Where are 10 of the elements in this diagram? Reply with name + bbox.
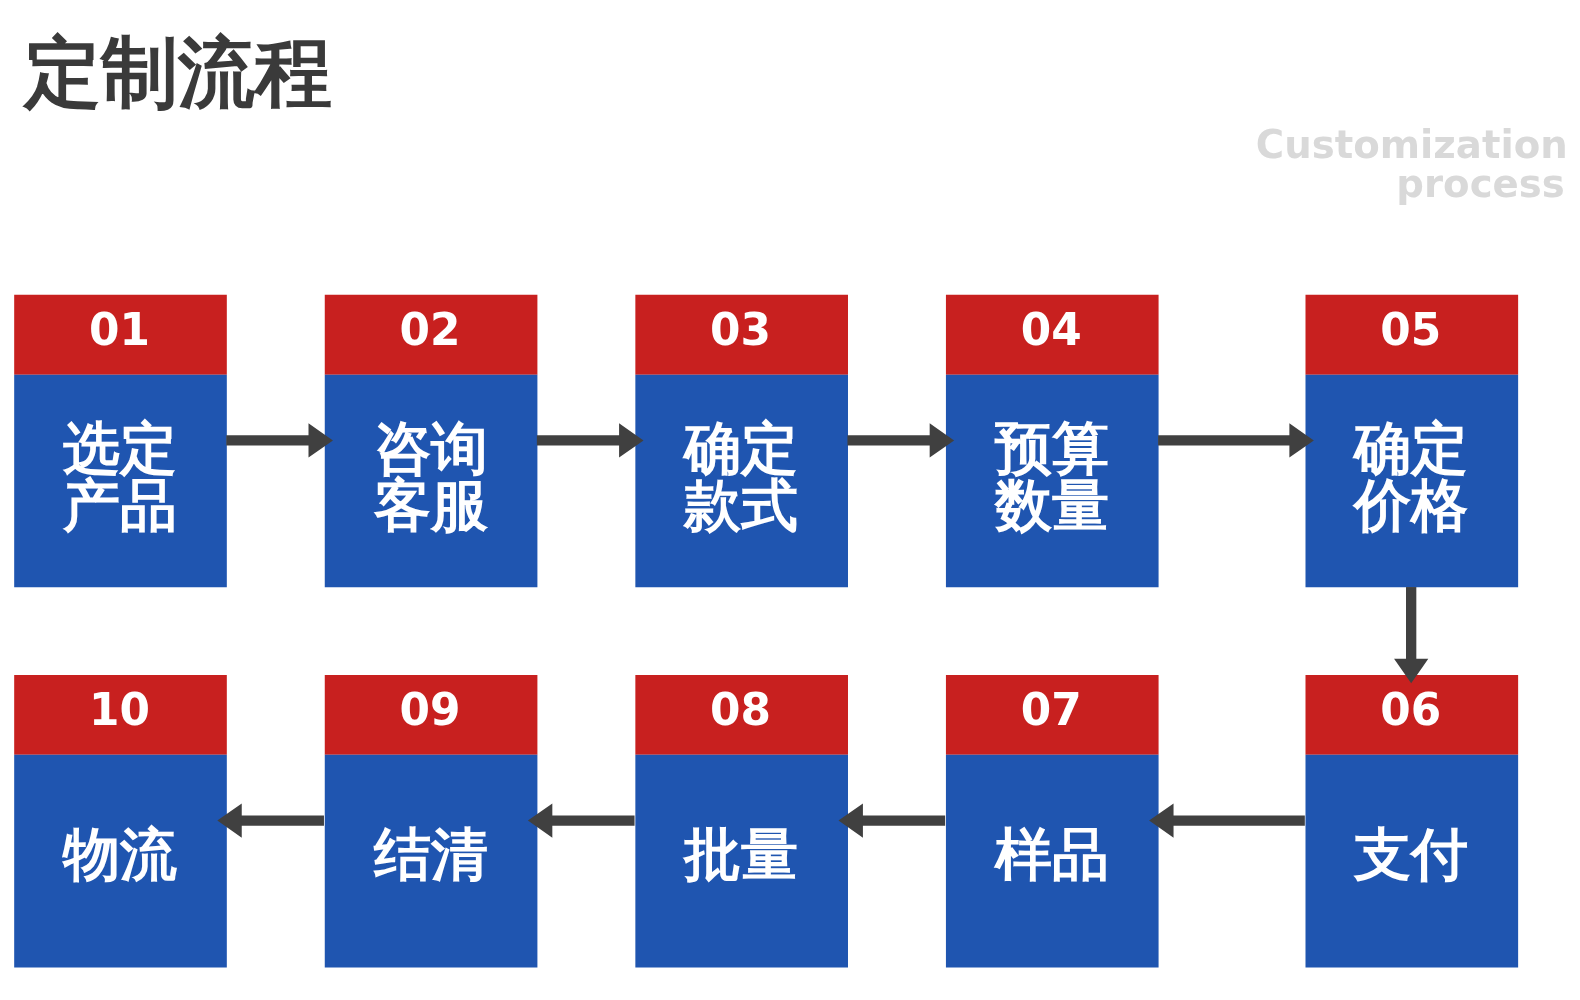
arrow — [217, 803, 324, 838]
arrow — [1394, 587, 1429, 684]
arrow — [536, 423, 644, 458]
arrow — [226, 423, 333, 458]
arrow — [1158, 423, 1314, 458]
diagram-title: 定制流程 — [23, 26, 332, 117]
arrow — [1149, 803, 1305, 838]
arrow — [847, 423, 955, 458]
arrow — [527, 803, 635, 838]
arrow — [838, 803, 946, 838]
